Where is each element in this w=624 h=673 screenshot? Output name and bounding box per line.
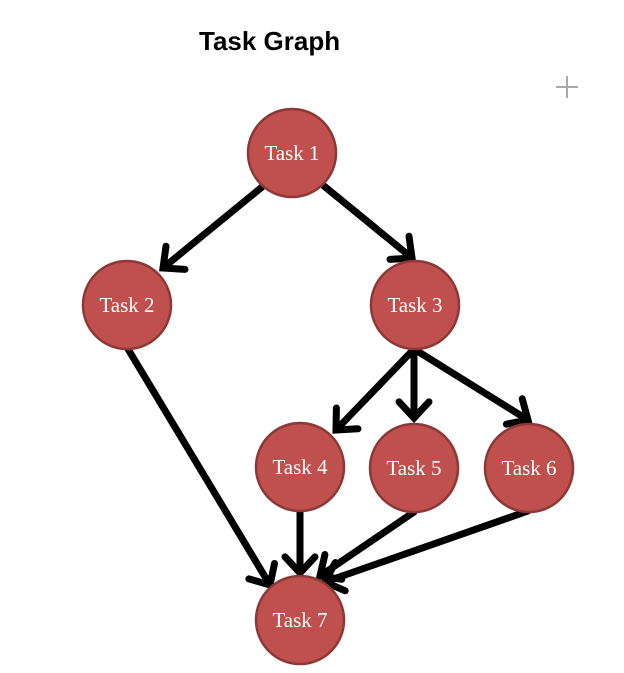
node-circle [368,422,460,514]
edge-t6-to-t7 [320,507,532,595]
node-task-3[interactable]: Task 3 [369,259,461,351]
edge-t4-to-t7 [281,508,319,579]
node-circle [483,422,575,514]
node-circle [254,574,346,666]
arrowhead-icon [320,559,349,595]
node-label: Task 4 [272,455,328,479]
node-label: Task 1 [264,141,319,165]
arrowhead-icon [386,232,416,263]
edge-t3-to-t6 [410,345,533,428]
edge-t1-to-t2 [159,183,266,273]
node-label: Task 5 [386,456,441,480]
edge-t3-to-t5 [395,345,433,424]
node-task-1[interactable]: Task 1 [246,107,338,199]
edge-line [410,345,532,424]
arrowhead-icon [332,404,362,434]
edge-line [124,345,274,589]
node-circle [246,107,338,199]
node-label: Task 6 [501,456,556,480]
edge-line [159,183,266,272]
node-circle [81,259,173,351]
node-circle [369,259,461,351]
node-task-5[interactable]: Task 5 [368,422,460,514]
node-label: Task 3 [387,293,442,317]
arrowhead-icon [502,395,533,428]
edge-t1-to-t3 [320,182,416,263]
arrowhead-icon [395,398,433,424]
nodes-layer: Task 1 Task 2 Task 3 Task 4 Task 5 Task 6 Task… [81,107,575,666]
edges-layer [124,182,533,595]
node-task-6[interactable]: Task 6 [483,422,575,514]
node-task-4[interactable]: Task 4 [254,421,346,513]
node-label: Task 7 [272,608,327,632]
edge-t2-to-t7 [124,345,279,590]
plus-icon[interactable] [556,76,578,98]
edge-t3-to-t4 [332,345,418,434]
node-label: Task 2 [99,293,154,317]
edge-line [320,182,416,262]
node-circle [254,421,346,513]
arrowhead-icon [245,559,279,590]
arrowhead-icon [159,242,189,273]
diagram-title: Task Graph [199,26,341,56]
edge-line [332,345,418,434]
node-task-2[interactable]: Task 2 [81,259,173,351]
edge-line [321,507,532,586]
arrowhead-icon [281,553,319,579]
node-task-7[interactable]: Task 7 [254,574,346,666]
